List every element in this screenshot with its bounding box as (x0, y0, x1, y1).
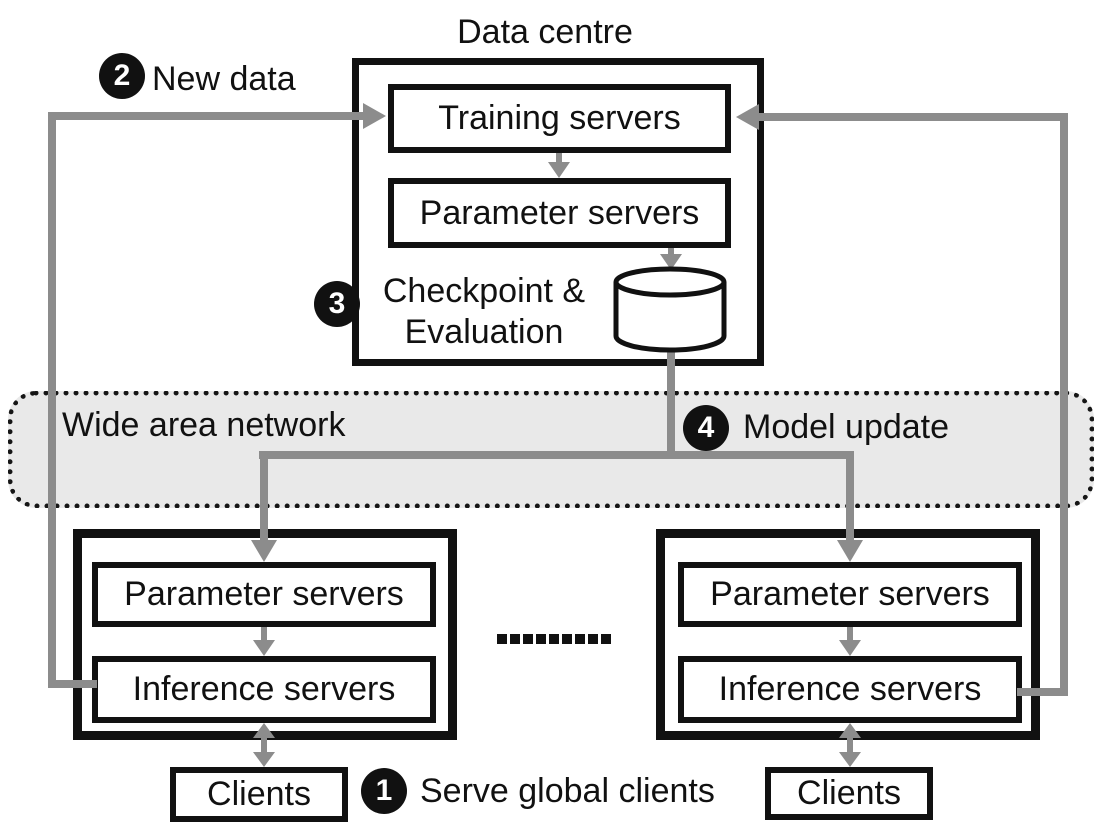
left-clients-uplink-head (253, 723, 275, 738)
arrow-training-to-parameter (556, 153, 562, 165)
right-clients-downlink-head (839, 752, 861, 767)
arrow-training-to-parameter-head (548, 162, 570, 178)
arrow-right-ps-to-is (847, 627, 853, 641)
left-clients-box: Clients (170, 767, 348, 822)
checkpoint-evaluation-label: Checkpoint & Evaluation (382, 272, 586, 351)
serve-global-clients-label: Serve global clients (420, 772, 715, 810)
right-inference-servers-label: Inference servers (718, 670, 982, 708)
left-inference-servers-label: Inference servers (132, 670, 396, 708)
arrow-left-ps-to-is-head (253, 640, 275, 656)
data-centre-title: Data centre (457, 13, 633, 51)
return-line-bottom (1017, 688, 1068, 696)
right-parameter-servers-box: Parameter servers (678, 562, 1022, 627)
new-data-arrowhead (363, 103, 386, 129)
return-line-vertical (1060, 113, 1068, 696)
training-servers-label: Training servers (438, 99, 681, 137)
training-servers-box: Training servers (388, 84, 731, 153)
model-update-left-drop (260, 451, 268, 542)
dc-parameter-servers-label: Parameter servers (419, 193, 700, 232)
new-data-line-bottom (48, 680, 97, 688)
arrow-parameter-to-storage-head (660, 254, 682, 270)
step-3-badge: 3 (314, 281, 360, 327)
left-clients-label: Clients (207, 775, 311, 813)
model-store-cylinder-icon (611, 266, 729, 354)
model-update-label: Model update (743, 408, 950, 446)
new-data-line-vertical (48, 112, 56, 688)
model-update-left-arrowhead (251, 540, 277, 562)
left-clients-downlink-head (253, 752, 275, 767)
arrow-left-ps-to-is (261, 627, 267, 641)
model-update-drop-from-storage (667, 352, 675, 459)
arrow-parameter-to-storage (668, 248, 674, 256)
left-parameter-servers-box: Parameter servers (92, 562, 436, 627)
wan-band (8, 391, 1094, 508)
model-update-rail (259, 451, 854, 459)
step-4-badge: 4 (683, 405, 729, 451)
right-clients-box: Clients (765, 767, 933, 820)
new-data-line-top (48, 112, 363, 120)
step-2-badge: 2 (99, 53, 145, 99)
return-line-top (759, 113, 1068, 121)
right-clients-label: Clients (797, 774, 901, 812)
model-update-right-drop (846, 451, 854, 542)
ellipsis-more-clusters (497, 634, 611, 644)
model-update-right-arrowhead (837, 540, 863, 562)
left-inference-servers-box: Inference servers (92, 656, 436, 723)
right-clients-uplink-head (839, 723, 861, 738)
wan-label: Wide area network (62, 406, 346, 444)
right-clients-link (847, 736, 853, 756)
new-data-label: New data (152, 60, 296, 98)
right-parameter-servers-label: Parameter servers (710, 575, 990, 613)
dc-parameter-servers-box: Parameter servers (388, 178, 731, 248)
step-1-badge: 1 (361, 768, 407, 814)
arrow-right-ps-to-is-head (839, 640, 861, 656)
right-inference-servers-box: Inference servers (678, 656, 1022, 723)
left-parameter-servers-label: Parameter servers (124, 575, 404, 613)
left-clients-link (261, 736, 267, 756)
return-arrowhead (736, 104, 759, 130)
